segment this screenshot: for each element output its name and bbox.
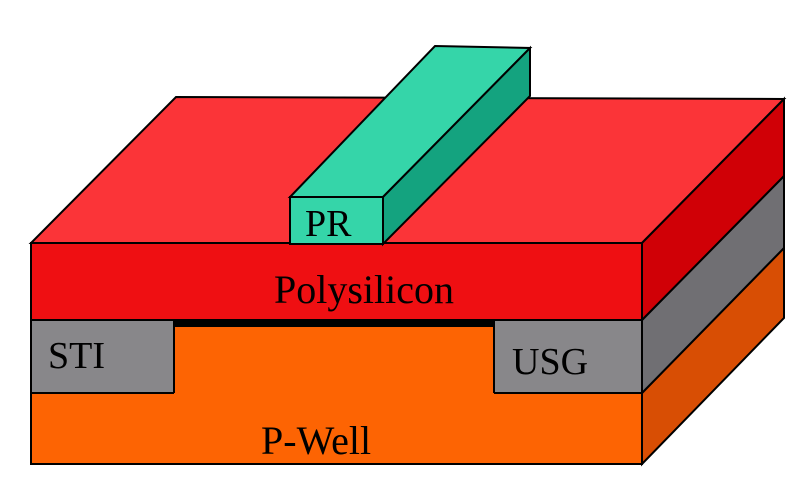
pr-front-face: [289, 196, 384, 245]
sti-label: STI: [48, 335, 105, 377]
p-well-label: P-Well: [261, 418, 371, 463]
photoresist-bar: [287, 44, 533, 247]
polysilicon-label: Polysilicon: [274, 267, 454, 312]
p-well-layer: [30, 245, 785, 467]
gate-oxide: [174, 320, 494, 327]
usg-label: USG: [512, 341, 588, 383]
pr-label: PR: [305, 203, 352, 245]
poly-front-face: [30, 242, 643, 321]
pwell-active-region: [174, 327, 494, 394]
